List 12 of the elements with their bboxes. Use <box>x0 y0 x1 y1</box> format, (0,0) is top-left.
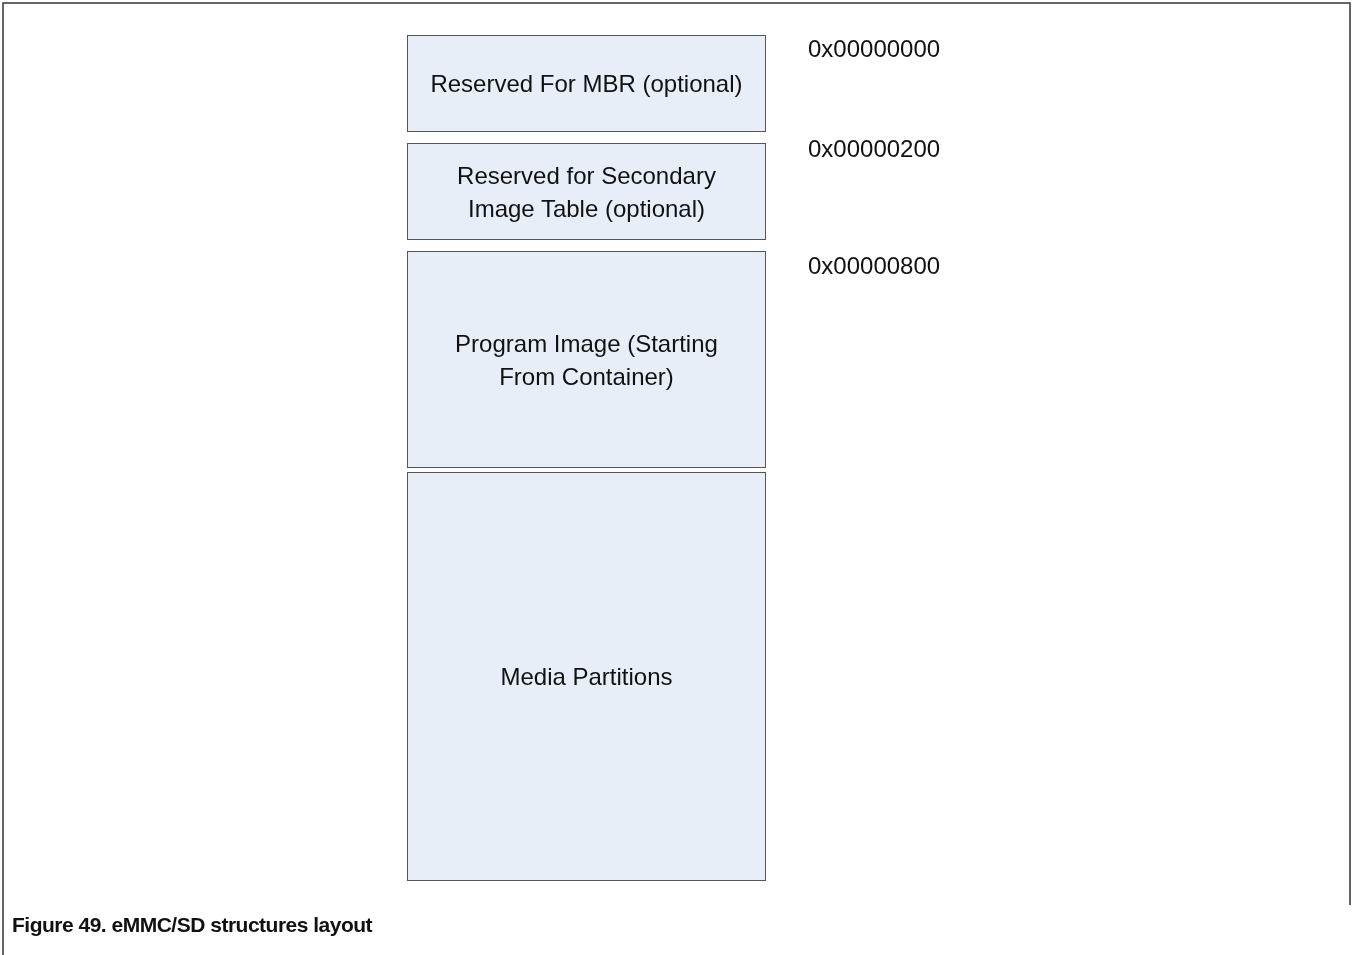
address-label: 0x00000800 <box>808 252 941 280</box>
region-label: Reserved for Secondary Image Table (optional) <box>456 160 717 224</box>
address-label: 0x00000200 <box>808 135 941 163</box>
region-label: Reserved For MBR (optional) <box>429 69 744 99</box>
region-label: Program Image (Starting From Container) <box>454 328 719 392</box>
region-label: Media Partitions <box>499 662 674 692</box>
address-label: 0x00000000 <box>808 35 941 63</box>
memory-region-box <box>407 143 766 240</box>
memory-region-box <box>407 472 766 881</box>
memory-region-box <box>407 35 766 132</box>
figure-caption: Figure 49. eMMC/SD structures layout <box>12 913 373 937</box>
memory-region-box <box>407 251 766 468</box>
